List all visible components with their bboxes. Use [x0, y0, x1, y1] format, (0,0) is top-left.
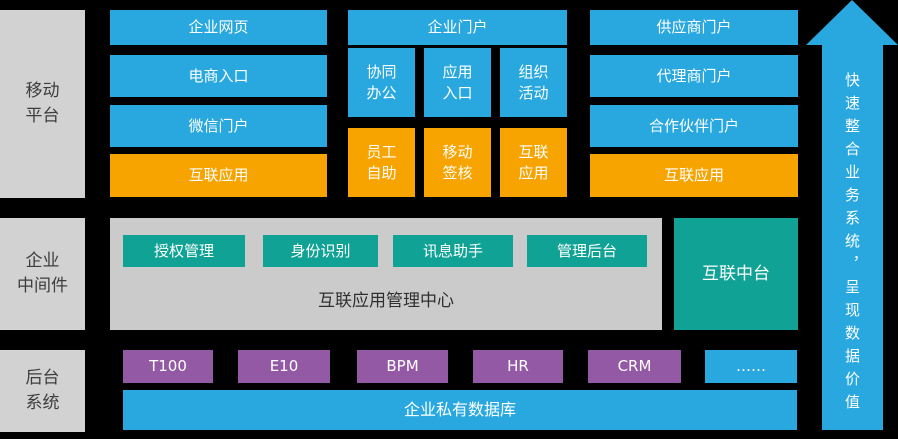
box-partner-portal: 合作伙伴门户 — [590, 105, 798, 147]
box-interconnect-app-col1: 互联应用 — [110, 154, 327, 197]
box-supplier-portal: 供应商门户 — [590, 10, 798, 45]
up-arrow-head — [806, 0, 898, 45]
chip-system-crm: CRM — [588, 350, 681, 383]
box-agent-portal: 代理商门户 — [590, 55, 798, 97]
box-collaborative-office: 协同 办公 — [348, 48, 415, 117]
box-mobile-approval: 移动 签核 — [424, 128, 491, 197]
middleware-panel-title: 互联应用管理中心 — [318, 291, 454, 311]
box-ecommerce-entry: 电商入口 — [110, 55, 327, 97]
chip-message-assistant: 讯息助手 — [393, 235, 513, 267]
box-enterprise-webpage: 企业网页 — [110, 10, 327, 45]
box-employee-selfservice: 员工 自助 — [348, 128, 415, 197]
chip-system-hr: HR — [473, 350, 563, 383]
box-enterprise-portal: 企业门户 — [348, 10, 567, 45]
chip-system-e10: E10 — [238, 350, 330, 383]
section-label-middleware: 企业 中间件 — [0, 218, 85, 330]
chip-system-ellipsis: …… — [705, 350, 797, 383]
section-label-mobile-platform: 移动 平台 — [0, 10, 85, 198]
box-app-entry: 应用 入口 — [424, 48, 491, 117]
chip-identity-recognition: 身份识别 — [263, 235, 378, 267]
chip-system-t100: T100 — [123, 350, 213, 383]
box-enterprise-private-database: 企业私有数据库 — [123, 390, 797, 430]
chip-admin-backend: 管理后台 — [527, 235, 647, 267]
chip-system-bpm: BPM — [357, 350, 448, 383]
section-label-backend: 后台 系统 — [0, 350, 85, 432]
box-org-activity: 组织 活动 — [500, 48, 567, 117]
up-arrow-shaft: 快速整合业务系统，呈现数据价值 — [822, 44, 883, 430]
arrow-slogan-text: 快速整合业务系统，呈现数据价值 — [843, 72, 861, 417]
box-interconnect-middle-platform: 互联中台 — [674, 218, 798, 330]
box-interconnect-app-col2: 互联 应用 — [500, 128, 567, 197]
chip-authorization-mgmt: 授权管理 — [123, 235, 245, 267]
box-wechat-portal: 微信门户 — [110, 105, 327, 147]
box-interconnect-app-col3: 互联应用 — [590, 154, 798, 197]
